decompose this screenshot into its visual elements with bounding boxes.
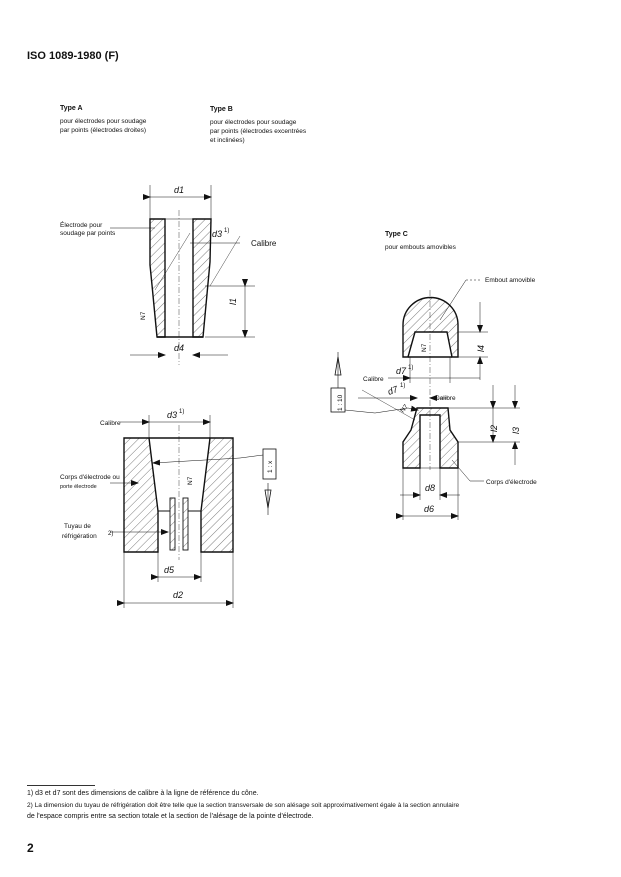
label-calibre: Calibre [363, 376, 384, 383]
label-electrode: soudage par points [60, 230, 116, 237]
figure-type-a [110, 185, 255, 365]
label-d8: d8 [425, 483, 435, 493]
type-b-title: Type B [210, 106, 233, 113]
label-d3: d3 [212, 229, 222, 239]
label-corps: Corps d'électrode [486, 479, 537, 486]
label-calibre: Calibre [435, 395, 456, 402]
label-n7: N7 [140, 311, 147, 320]
label-l1: l1 [228, 298, 238, 305]
label-calibre: Calibre [251, 239, 277, 248]
label-d5: d5 [164, 565, 175, 575]
footnote-divider [27, 785, 95, 786]
label-electrode: Électrode pour [60, 220, 103, 229]
label-pipe: réfrigération [62, 533, 97, 540]
type-b-description: pour électrodes pour soudage par points … [210, 118, 306, 145]
label-d3: d3 [167, 410, 177, 420]
document-header: ISO 1089-1980 (F) [27, 50, 119, 62]
label-calibre: Calibre [100, 420, 121, 427]
desc-line: pour électrodes pour soudage [210, 119, 297, 126]
cooling-pipe-wall [169, 497, 176, 551]
note-ref: 1) [400, 383, 405, 389]
figure-electrode-body [110, 415, 277, 608]
taper-ratio: 1 : x [267, 460, 274, 473]
electrode-body [402, 407, 459, 469]
label-embout: Embout amovible [485, 277, 536, 284]
label-n7: N7 [187, 476, 194, 485]
label-l3: l3 [511, 427, 521, 434]
label-d2: d2 [173, 590, 183, 600]
footnote-2-cont: de l'espace compris entre sa section tot… [27, 813, 314, 820]
taper-box [262, 448, 277, 480]
label-n7: N7 [421, 343, 428, 352]
cooling-pipe-wall [182, 497, 189, 551]
footnote-2: 2) La dimension du tuyau de réfrigératio… [27, 802, 460, 809]
label-d7: d7 [396, 366, 407, 376]
desc-line: pour électrodes pour soudage [60, 118, 147, 125]
type-c-title: Type C [385, 231, 408, 238]
note-ref: 2) [108, 531, 113, 537]
type-a-description: pour électrodes pour soudage par points … [60, 117, 146, 135]
desc-line: et inclinées) [210, 137, 245, 144]
label-n7: N7 [399, 403, 410, 414]
desc-line: par points (électrodes excentrées [210, 128, 307, 135]
taper-ratio: 1 : 10 [337, 394, 344, 411]
type-a-title: Type A [60, 105, 83, 112]
page-number: 2 [27, 841, 34, 855]
label-pipe: Tuyau de [64, 523, 91, 530]
label-l4: l4 [476, 345, 486, 352]
desc-line: par points (électrodes droites) [60, 127, 146, 134]
note-ref: 1) [179, 409, 184, 415]
figure-type-c [330, 279, 520, 520]
type-c-description: pour embouts amovibles [385, 244, 456, 251]
label-l2: l2 [489, 425, 499, 432]
label-body: porte électrode [60, 484, 97, 490]
removable-tip [402, 296, 459, 358]
note-ref: 1) [408, 365, 413, 371]
note-ref: 1) [224, 228, 229, 234]
footnote-1: 1) d3 et d7 sont des dimensions de calib… [27, 790, 259, 797]
label-body: Corps d'électrode ou [60, 474, 120, 481]
label-d7: d7 [386, 384, 400, 397]
label-d1: d1 [174, 185, 184, 195]
label-d4: d4 [174, 343, 184, 353]
label-d6: d6 [424, 504, 434, 514]
